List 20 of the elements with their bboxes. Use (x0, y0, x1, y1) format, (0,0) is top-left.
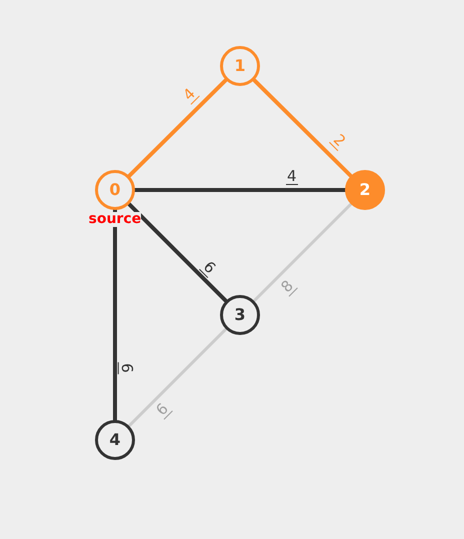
edge-label: 6 (199, 258, 219, 278)
edge-label: 4 (180, 85, 200, 105)
edge-line (134, 188, 346, 192)
vertex-circle: 3 (220, 295, 260, 335)
edge-label: 6 (118, 362, 134, 374)
edge-line (127, 327, 228, 428)
edge-label: 2 (329, 131, 348, 151)
edge-line (127, 202, 228, 303)
edge-line (113, 209, 117, 421)
edge-label: 6 (153, 400, 173, 420)
edge-line (252, 202, 353, 303)
edge-line (127, 78, 228, 178)
vertex-circle: 4 (95, 420, 135, 460)
vertex-circle: 0 (95, 170, 135, 210)
edge-label: 4 (286, 169, 298, 185)
vertex-circle: 1 (220, 46, 260, 86)
vertex-circle: 2 (345, 170, 385, 210)
edge-label: 8 (278, 277, 298, 297)
edge-line (252, 78, 353, 178)
node-caption: source (88, 212, 142, 228)
